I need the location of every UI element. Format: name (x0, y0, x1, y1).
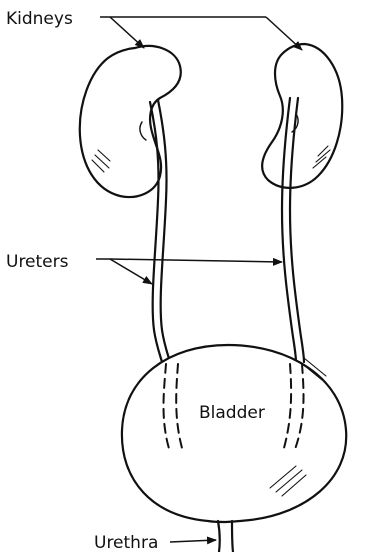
kidneys-label: Kidneys (6, 9, 73, 29)
ureters-pointer (96, 259, 282, 284)
ureters-label: Ureters (6, 252, 69, 272)
bladder-label: Bladder (199, 403, 265, 423)
urethra-label: Urethra (94, 533, 158, 552)
bladder (122, 345, 346, 552)
kidneys-pointer (100, 17, 302, 50)
urethra-pointer (170, 540, 216, 542)
right-kidney (262, 44, 342, 188)
